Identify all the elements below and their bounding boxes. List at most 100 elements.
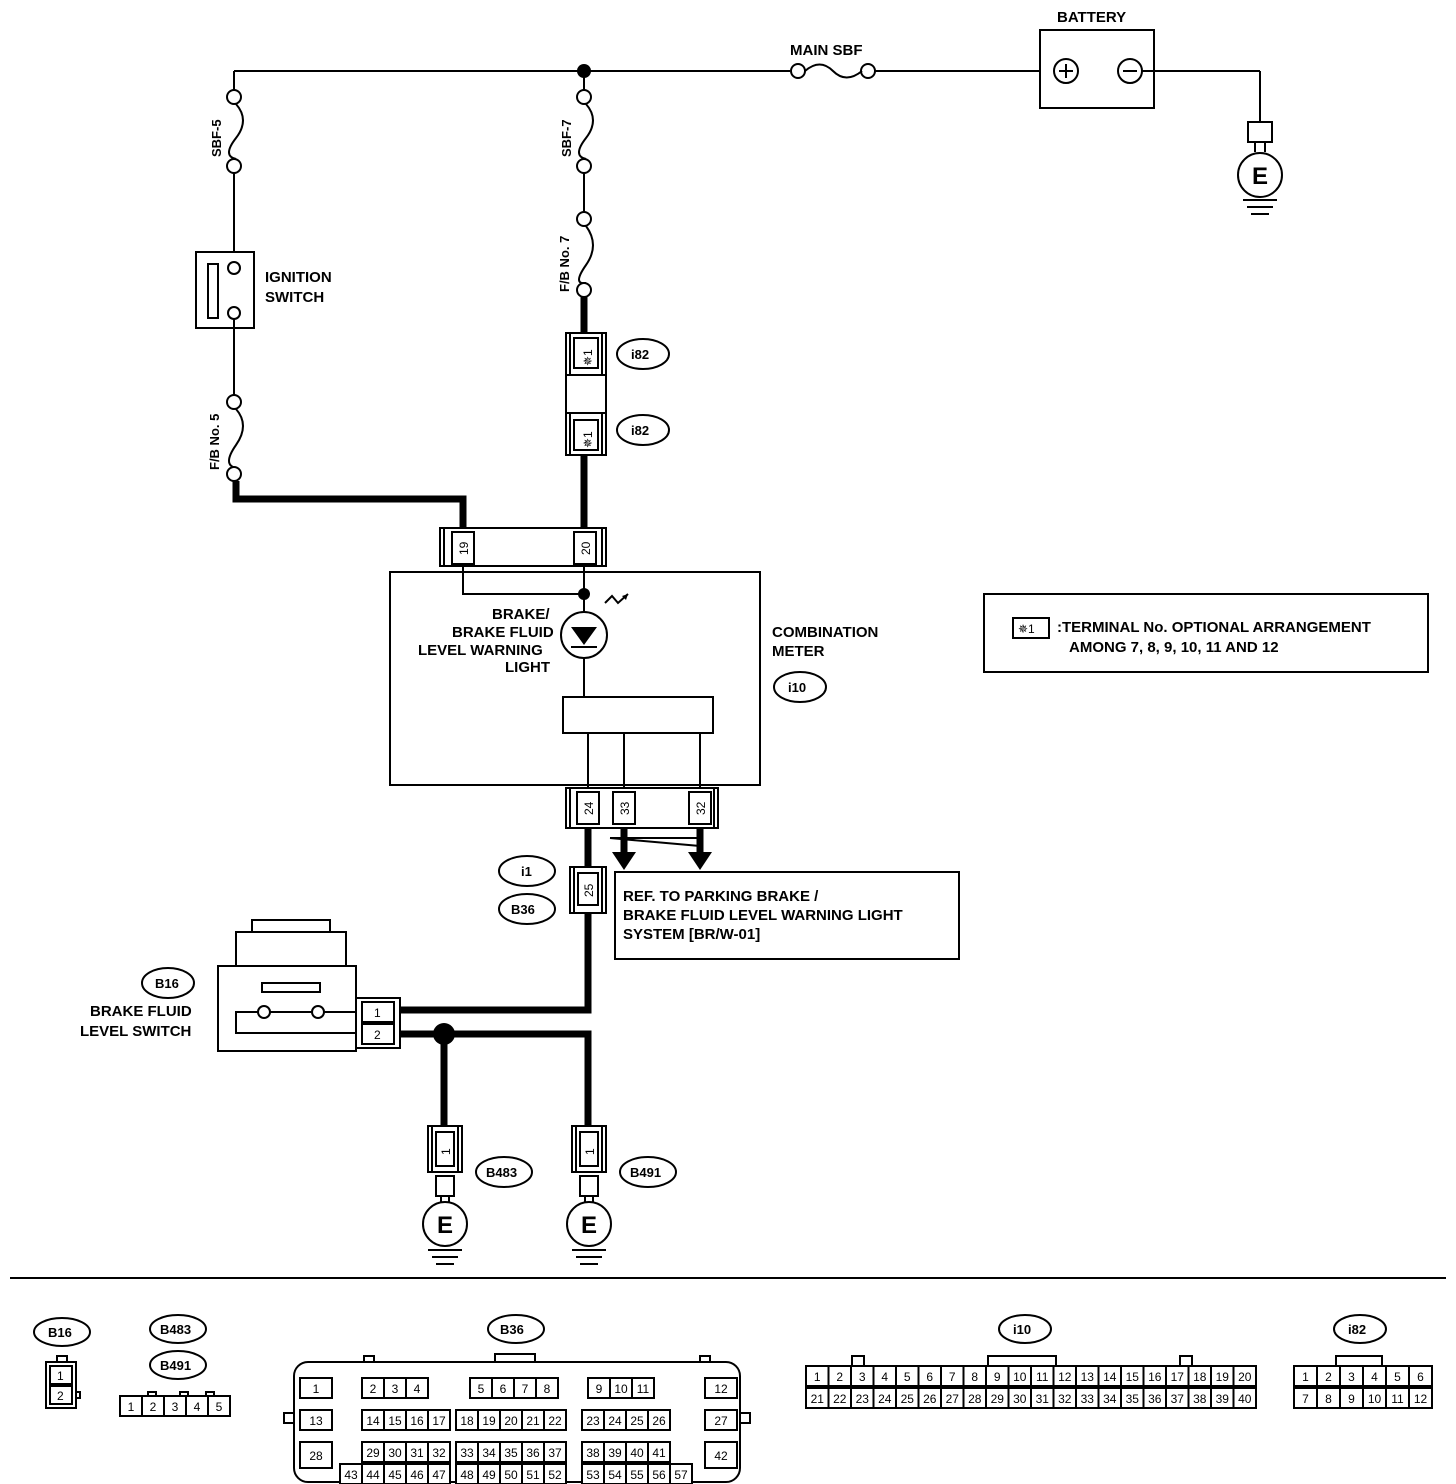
- ignition-label-2: SWITCH: [265, 289, 324, 306]
- b36-pin: 22: [548, 1414, 562, 1428]
- b483-tag: B483: [486, 1165, 517, 1180]
- b36-cell: [543, 1409, 567, 1431]
- sbf7-label: SBF-7: [559, 119, 574, 157]
- combination-meter-label-1: COMBINATION: [772, 624, 878, 641]
- i10-pin: 29: [991, 1392, 1005, 1406]
- i10-pin: 11: [1036, 1370, 1049, 1384]
- sbf7-fuse: SBF-7: [559, 71, 594, 212]
- i82-pin: 10: [1368, 1392, 1382, 1406]
- b36-pin: 56: [652, 1468, 666, 1482]
- b36-pin: 17: [432, 1414, 446, 1428]
- b36-pin: 16: [410, 1414, 424, 1428]
- b36-pin: 44: [366, 1468, 380, 1482]
- b483-pin: 5: [216, 1400, 223, 1414]
- ref-label-1: REF. TO PARKING BRAKE /: [623, 888, 819, 905]
- i82-pin: 2: [1325, 1370, 1332, 1384]
- b36-pin: 26: [652, 1414, 666, 1428]
- i10-pin: 35: [1126, 1392, 1140, 1406]
- b36-pin: 9: [596, 1382, 603, 1396]
- ground-E-text: E: [1252, 163, 1268, 190]
- b36-pin: 14: [366, 1414, 380, 1428]
- b36-pin: 1: [313, 1382, 320, 1396]
- b36-cell: [299, 1377, 333, 1399]
- pin-33: 33: [618, 801, 632, 815]
- i10-cell: [1232, 1365, 1257, 1387]
- b36-pin: 25: [630, 1414, 644, 1428]
- b36-pin: 32: [432, 1446, 446, 1460]
- fb5-fuse: F/B No. 5: [207, 394, 244, 482]
- b36-cell: [543, 1463, 567, 1484]
- b16-tag: B16: [155, 976, 179, 991]
- i10-pin: 12: [1058, 1370, 1072, 1384]
- brake-fluid-level-switch: 1 2 B16 BRAKE FLUID LEVEL SWITCH: [80, 919, 401, 1052]
- brake-light-label-3: LEVEL WARNING: [418, 642, 543, 659]
- b16-face-pin-2: 2: [57, 1389, 64, 1403]
- pin-32: 32: [694, 801, 708, 815]
- b483-cell: [207, 1395, 231, 1417]
- b36-pin: 12: [714, 1382, 728, 1396]
- battery: BATTERY: [1039, 9, 1261, 124]
- i82-pin: 1: [1302, 1370, 1309, 1384]
- pin-24: 24: [582, 801, 596, 815]
- b36-cell: [299, 1409, 333, 1431]
- b36-cell: [535, 1377, 559, 1399]
- b36-cell: [704, 1377, 738, 1399]
- i10-pin: 37: [1171, 1392, 1185, 1406]
- b36-cell: [427, 1409, 451, 1431]
- b36-pin: 31: [410, 1446, 424, 1460]
- i10-pin: 36: [1148, 1392, 1162, 1406]
- b36-pin: 36: [526, 1446, 540, 1460]
- wire-fb5-to-19: [232, 481, 467, 528]
- pin-20: 20: [579, 541, 593, 555]
- b36-pin: 20: [504, 1414, 518, 1428]
- i10-pin: 13: [1081, 1370, 1095, 1384]
- i10-pin: 5: [904, 1370, 911, 1384]
- b491-face-tag: B491: [160, 1358, 191, 1373]
- i10-pin: 9: [994, 1370, 1001, 1384]
- i10-pin: 33: [1081, 1392, 1095, 1406]
- ref-label-3: SYSTEM [BR/W-01]: [623, 926, 760, 943]
- b36-pin: 23: [586, 1414, 600, 1428]
- pin-19: 19: [457, 541, 471, 555]
- b36-pin: 52: [548, 1468, 562, 1482]
- i82-cell: [1408, 1365, 1433, 1387]
- i10-pin: 10: [1013, 1370, 1027, 1384]
- b36-pin: 39: [608, 1446, 622, 1460]
- b36-pin: 50: [504, 1468, 518, 1482]
- combination-meter-label-2: METER: [772, 643, 825, 660]
- i10-pin: 40: [1238, 1392, 1252, 1406]
- b36-pin: 47: [432, 1468, 446, 1482]
- i82-pin: 4: [1371, 1370, 1378, 1384]
- b36-pin: 15: [388, 1414, 402, 1428]
- b16-face-tag: B16: [48, 1325, 72, 1340]
- b36-pin: 28: [309, 1449, 323, 1463]
- note-line-2: AMONG 7, 8, 9, 10, 11 AND 12: [1069, 639, 1279, 656]
- i10-pin: 21: [811, 1392, 825, 1406]
- i82-cell: [1408, 1387, 1433, 1409]
- b36-pin: 3: [392, 1382, 399, 1396]
- b36-cell: [405, 1377, 429, 1399]
- b36-pin: 57: [674, 1468, 688, 1482]
- b36-cell: [631, 1377, 655, 1399]
- b36-pin: 19: [482, 1414, 496, 1428]
- i82-pin: 5: [1394, 1370, 1401, 1384]
- b36-pin: 37: [548, 1446, 562, 1460]
- b483-pin: 2: [150, 1400, 157, 1414]
- b16-face-pin-1: 1: [57, 1369, 64, 1383]
- ref-arrows: [609, 828, 712, 870]
- i82-tag-bottom: i82: [631, 423, 649, 438]
- wire-switch-2-to-ground: [400, 1030, 592, 1126]
- i10-pin: 2: [836, 1370, 843, 1384]
- b483-ground: 1 E B483: [422, 1125, 533, 1265]
- b483-pin: 1: [128, 1400, 135, 1414]
- b36-pin: 43: [344, 1468, 358, 1482]
- i10-pin: 18: [1193, 1370, 1207, 1384]
- b36-cell: [704, 1441, 738, 1469]
- b36-pin: 24: [608, 1414, 622, 1428]
- i10-pin: 34: [1103, 1392, 1117, 1406]
- b36-pin: 53: [586, 1468, 600, 1482]
- i10-pin: 39: [1216, 1392, 1230, 1406]
- b36-pin: 42: [714, 1449, 728, 1463]
- i10-cell: [1232, 1387, 1257, 1409]
